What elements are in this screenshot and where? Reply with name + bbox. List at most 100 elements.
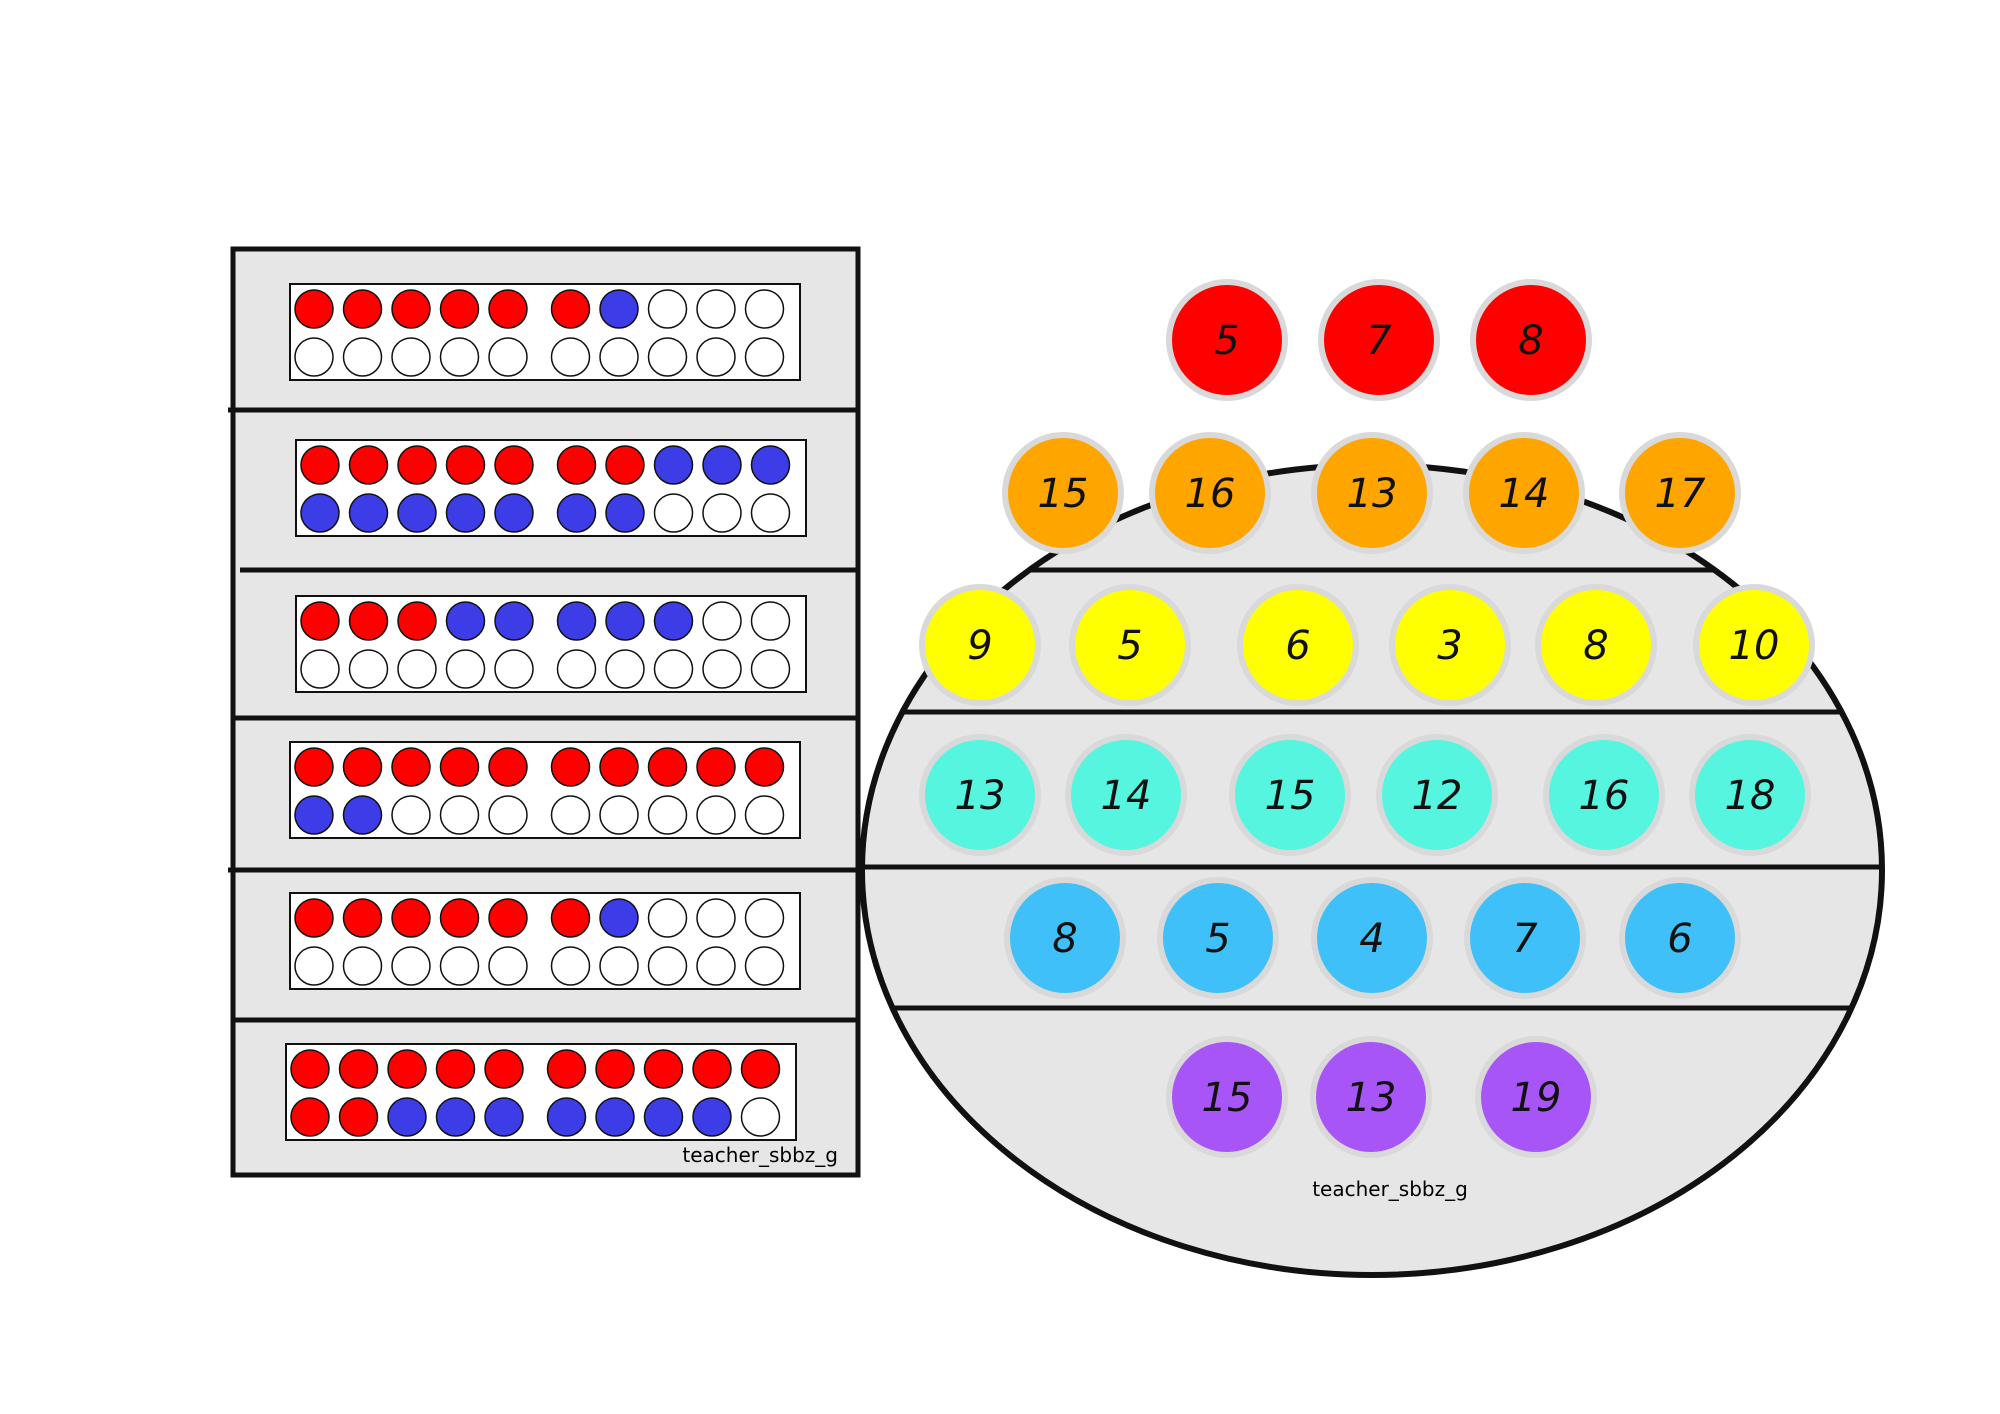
number-disc [1243,590,1353,700]
counter-dot-blue [387,1097,427,1137]
counter-dot-blue [300,493,340,533]
counter-dot-red [342,747,383,787]
counter-dot-blue [494,493,534,533]
counter-dot-blue [494,601,534,641]
counter-dot-white [397,649,437,689]
counter-dot-white [300,649,340,689]
counter-dot-red [550,898,591,938]
ten-frame [295,595,807,693]
counter-dot-blue [556,493,597,533]
counter-dot-red [696,747,736,787]
number-disc [1075,590,1185,700]
counter-dot-white [750,649,791,689]
counter-dot-red [488,747,528,787]
card-panel [230,246,861,1178]
number-label: 5 [1214,318,1239,364]
counter-dot-white [391,337,431,377]
counter-dot-red [290,1049,330,1089]
counter-dot-white [702,493,742,533]
counter-dot-red [387,1049,427,1089]
number-label: 15 [1038,471,1089,517]
number-disc [1481,1042,1591,1152]
counter-dot-red [397,445,437,485]
counter-dot-red [391,898,431,938]
counter-dot-red [744,747,785,787]
counter-dot-red [348,445,389,485]
counter-dot-blue [605,601,645,641]
number-disc [1625,438,1735,548]
counter-dot-white [488,795,528,835]
counter-dot-red [488,289,528,329]
counter-dot-red [643,1049,684,1089]
number-disc [1324,285,1434,395]
counter-dot-white [744,337,785,377]
counter-dot-red [550,747,591,787]
number-disc [1382,740,1492,850]
counter-dot-red [397,601,437,641]
counter-dot-white [294,946,334,986]
counter-dot-blue [653,601,694,641]
counter-dot-red [488,898,528,938]
counter-dot-red [647,747,688,787]
number-label: 5 [1205,916,1230,962]
counter-dot-white [439,946,480,986]
counter-dot-white [696,795,736,835]
ten-frame [289,741,801,839]
number-disc [1317,438,1427,548]
number-disc [1476,285,1586,395]
number-label: 8 [1583,623,1608,669]
counter-dot-blue [342,795,383,835]
counter-dot-white [391,795,431,835]
counter-dot-white [696,898,736,938]
counter-dot-white [653,493,694,533]
counter-dot-red [294,747,334,787]
counter-dot-white [342,946,383,986]
counter-dot-red [391,289,431,329]
number-label: 15 [1202,1075,1253,1121]
number-label: 12 [1412,773,1463,819]
counter-dot-white [342,337,383,377]
ten-frame-card: teacher_sbbz_g [228,246,861,1178]
number-disc [1549,740,1659,850]
number-disc [1008,438,1118,548]
counter-dot-blue [599,289,639,329]
counter-dot-red [439,898,480,938]
number-label: 7 [1512,916,1538,962]
number-label: 9 [967,623,992,669]
number-label: 6 [1285,623,1310,669]
number-label: 18 [1725,773,1776,819]
counter-dot-white [647,946,688,986]
number-disc [1172,285,1282,395]
ten-frame [289,283,801,381]
counter-dot-red [294,898,334,938]
number-disc [1317,883,1427,993]
counter-dot-blue [605,493,645,533]
counter-dot-red [692,1049,732,1089]
counter-dot-white [653,649,694,689]
ten-frame [289,892,801,990]
counter-dot-white [599,946,639,986]
credit-label: teacher_sbbz_g [1312,1177,1468,1201]
counter-dot-white [439,795,480,835]
counter-dot-red [290,1097,330,1137]
number-disc [1395,590,1505,700]
number-label: 15 [1265,773,1316,819]
counter-dot-blue [397,493,437,533]
number-disc [1699,590,1809,700]
counter-dot-red [599,747,639,787]
counter-dot-blue [445,601,486,641]
counter-dot-blue [556,601,597,641]
counter-dot-white [750,601,791,641]
counter-dot-blue [546,1097,587,1137]
counter-dot-red [338,1097,379,1137]
counter-dot-white [488,946,528,986]
counter-dot-white [439,337,480,377]
number-disc [1163,883,1273,993]
number-disc [1155,438,1265,548]
number-label: 7 [1366,318,1392,364]
